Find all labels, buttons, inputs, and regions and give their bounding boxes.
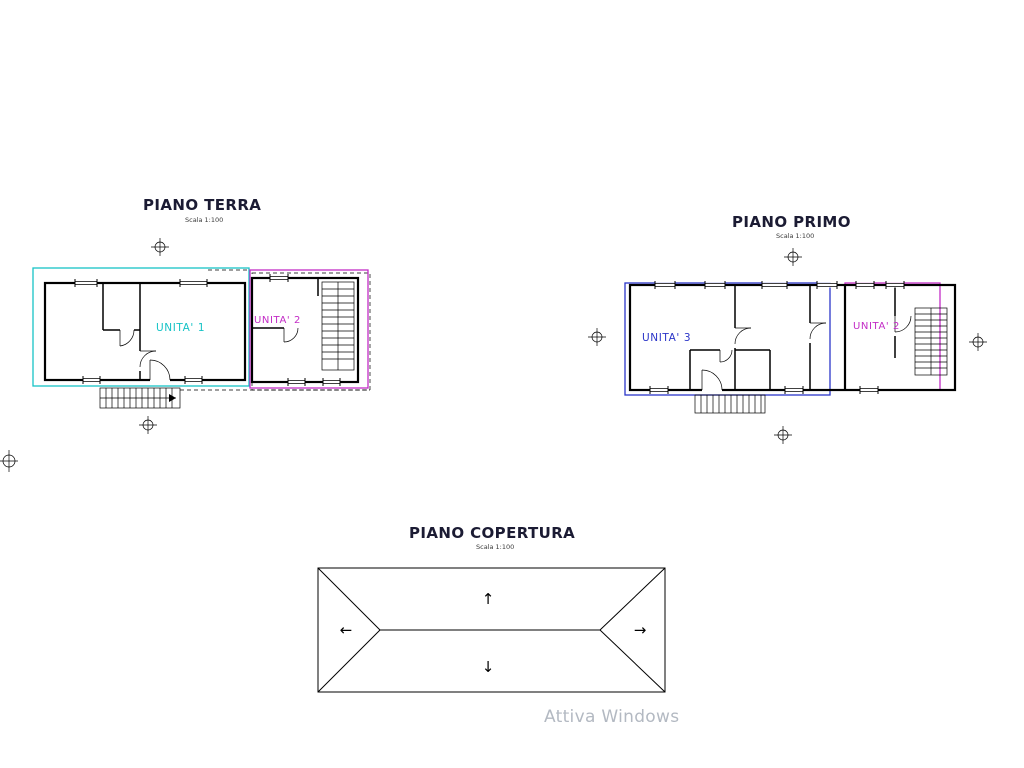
sheet-axis-symbol-left <box>0 450 18 472</box>
terra-left-building-walls <box>43 281 247 382</box>
primo-window-bottom-3 <box>859 386 879 394</box>
terra-axis-symbol-top <box>151 238 169 256</box>
terra-unit2-boundary <box>249 269 369 389</box>
piano-primo-plan: UNITA' 3 UNITA' 2 <box>588 248 987 444</box>
primo-door-4 <box>719 347 733 363</box>
roof-outline <box>317 567 666 693</box>
primo-window-top-5 <box>855 281 875 289</box>
primo-window-top-1 <box>654 281 676 289</box>
piano-terra-plan: UNITA' 1 UNITA' 2 <box>32 238 371 434</box>
terra-unit1-label: UNITA' 1 <box>156 322 205 334</box>
terra-unit1-boundary <box>32 267 250 387</box>
primo-unit2-boundary <box>844 282 941 391</box>
piano-primo-scale: Scala 1:100 <box>776 232 815 240</box>
primo-internal-stair <box>914 307 948 376</box>
primo-door-3 <box>894 315 912 333</box>
roof-hip-lines <box>317 567 666 693</box>
roof-slope-arrow-left: ← <box>340 621 353 639</box>
terra-interior-walls <box>102 283 141 380</box>
primo-window-top-4 <box>816 281 838 289</box>
primo-window-top-3 <box>761 281 788 289</box>
piano-primo-title: PIANO PRIMO <box>732 213 851 231</box>
terra-internal-stair <box>321 281 355 371</box>
roof-slope-arrow-down: ↓ <box>482 658 495 676</box>
piano-terra-title: PIANO TERRA <box>143 196 262 214</box>
piano-copertura-plan: ↑ ↓ ← → <box>317 567 666 693</box>
primo-entrance-door <box>701 369 723 393</box>
terra-window-top-2 <box>179 279 208 287</box>
terra-right-interior <box>252 278 319 343</box>
terra-axis-symbol-bottom <box>139 416 157 434</box>
primo-axis-symbol-left <box>588 328 606 346</box>
terra-right-building-walls <box>250 276 360 384</box>
terra-dashed-projection <box>180 269 371 391</box>
primo-window-top-6 <box>885 281 905 289</box>
terra-door-1 <box>119 329 135 347</box>
terra-window-bottom-1 <box>82 376 101 384</box>
piano-terra-scale: Scala 1:100 <box>185 216 224 224</box>
roof-slope-arrow-right: → <box>634 621 647 639</box>
primo-interior-walls <box>689 285 896 390</box>
terra-window-bottom-3 <box>287 378 306 386</box>
terra-door-2 <box>139 350 157 368</box>
primo-external-stair <box>694 394 766 414</box>
primo-door-2 <box>809 322 827 340</box>
primo-window-top-2 <box>704 281 726 289</box>
terra-window-top-3 <box>269 274 289 282</box>
primo-axis-symbol-top <box>784 248 802 266</box>
terra-window-top-1 <box>74 279 98 287</box>
roof-slope-arrow-up: ↑ <box>482 590 495 608</box>
activate-windows-watermark: Attiva Windows <box>544 707 680 727</box>
primo-axis-symbol-bottom <box>774 426 792 444</box>
piano-copertura-scale: Scala 1:100 <box>476 543 515 551</box>
piano-copertura-title: PIANO COPERTURA <box>409 524 576 542</box>
primo-unit2-label: UNITA' 2 <box>853 321 900 332</box>
terra-external-stair <box>99 387 181 409</box>
terra-window-bottom-2 <box>184 376 203 384</box>
primo-unit3-label: UNITA' 3 <box>642 332 691 344</box>
primo-window-bottom-1 <box>649 386 669 394</box>
primo-axis-symbol-right <box>969 333 987 351</box>
terra-entrance-door <box>149 359 171 383</box>
primo-window-bottom-2 <box>784 386 804 394</box>
primo-door-1 <box>734 327 752 345</box>
terra-window-bottom-4 <box>322 378 341 386</box>
terra-unit2-label: UNITA' 2 <box>254 315 301 326</box>
